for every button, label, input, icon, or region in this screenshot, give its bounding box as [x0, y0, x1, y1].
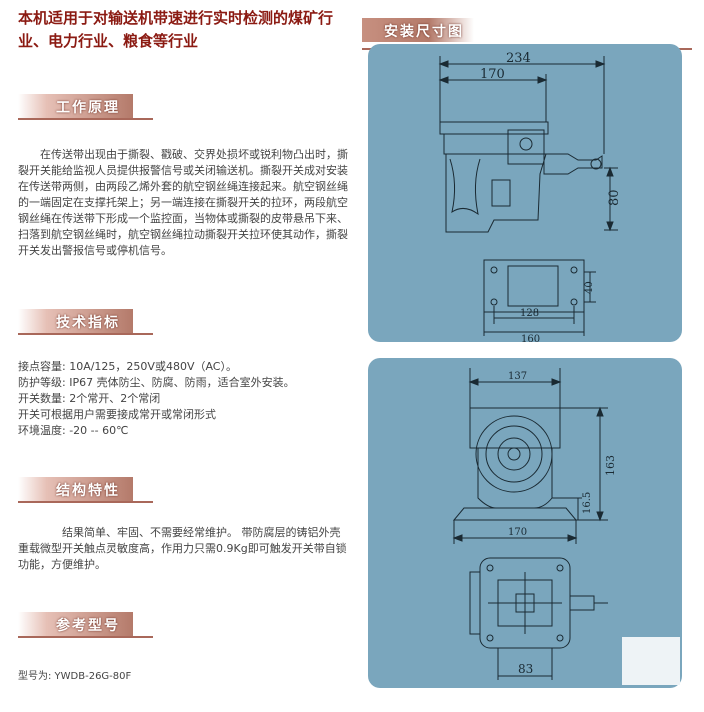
spec-line: 开关数量: 2个常开、2个常闭 [18, 392, 161, 405]
side-view-drawing: 234 170 80 40 128 160 [438, 51, 622, 342]
section-header-structure: 结构特性 [18, 477, 153, 503]
section-title-structure: 结构特性 [56, 483, 120, 499]
spec-line: 防护等级: IP67 壳体防尘、防腐、防雨，适合室外安装。 [18, 376, 295, 389]
dim-234: 234 [506, 51, 531, 66]
dim-40: 40 [584, 281, 595, 294]
dim-16-5: 16.5 [582, 492, 593, 514]
front-view-drawing: 137 163 16.5 170 83 [452, 368, 617, 680]
spec-line: 环境温度: -20 -- 60℃ [18, 424, 129, 437]
install-header: 安装尺寸图 [362, 18, 692, 50]
page-headline: 本机适用于对输送机带速进行实时检测的煤矿行业、电力行业、粮食等行业 [18, 9, 334, 50]
install-title: 安装尺寸图 [384, 24, 464, 40]
section-title-reference: 参考型号 [56, 618, 120, 634]
dim-160: 160 [521, 334, 540, 342]
dim-83: 83 [518, 662, 533, 676]
section-title-specs: 技术指标 [56, 315, 120, 331]
blank-box [622, 637, 680, 685]
section-header-specs: 技术指标 [18, 309, 153, 335]
drawing-panel-bottom: 137 163 16.5 170 83 [368, 358, 682, 688]
dim-128: 128 [520, 308, 539, 319]
principle-text: 在传送带出现由于撕裂、戳破、交界处损坏或锐利物凸出时，撕裂开关能给监视人员提供报… [18, 148, 348, 257]
dim-137: 137 [508, 371, 527, 382]
section-header-reference: 参考型号 [18, 612, 153, 638]
dim-80: 80 [607, 189, 622, 206]
section-title-principle: 工作原理 [56, 100, 120, 116]
specs-list: 接点容量: 10A/125，250V或480V（AC）。 防护等级: IP67 … [18, 359, 348, 439]
dim-170: 170 [480, 67, 505, 82]
structure-text: 结果简单、牢固、不需要经常维护。 带防腐层的铸铝外壳重载微型开关触点灵敏度高，作… [18, 526, 347, 571]
dim-170-bottom: 170 [508, 527, 527, 538]
spec-line: 接点容量: 10A/125，250V或480V（AC）。 [18, 360, 237, 373]
section-header-principle: 工作原理 [18, 94, 153, 120]
dim-163: 163 [604, 455, 617, 476]
model-number: 型号为: YWDB-26G-80F [18, 671, 132, 682]
spec-line: 开关可根据用户需要接成常开或常闭形式 [18, 408, 216, 421]
drawing-panel-top: 234 170 80 40 128 160 [368, 44, 682, 342]
